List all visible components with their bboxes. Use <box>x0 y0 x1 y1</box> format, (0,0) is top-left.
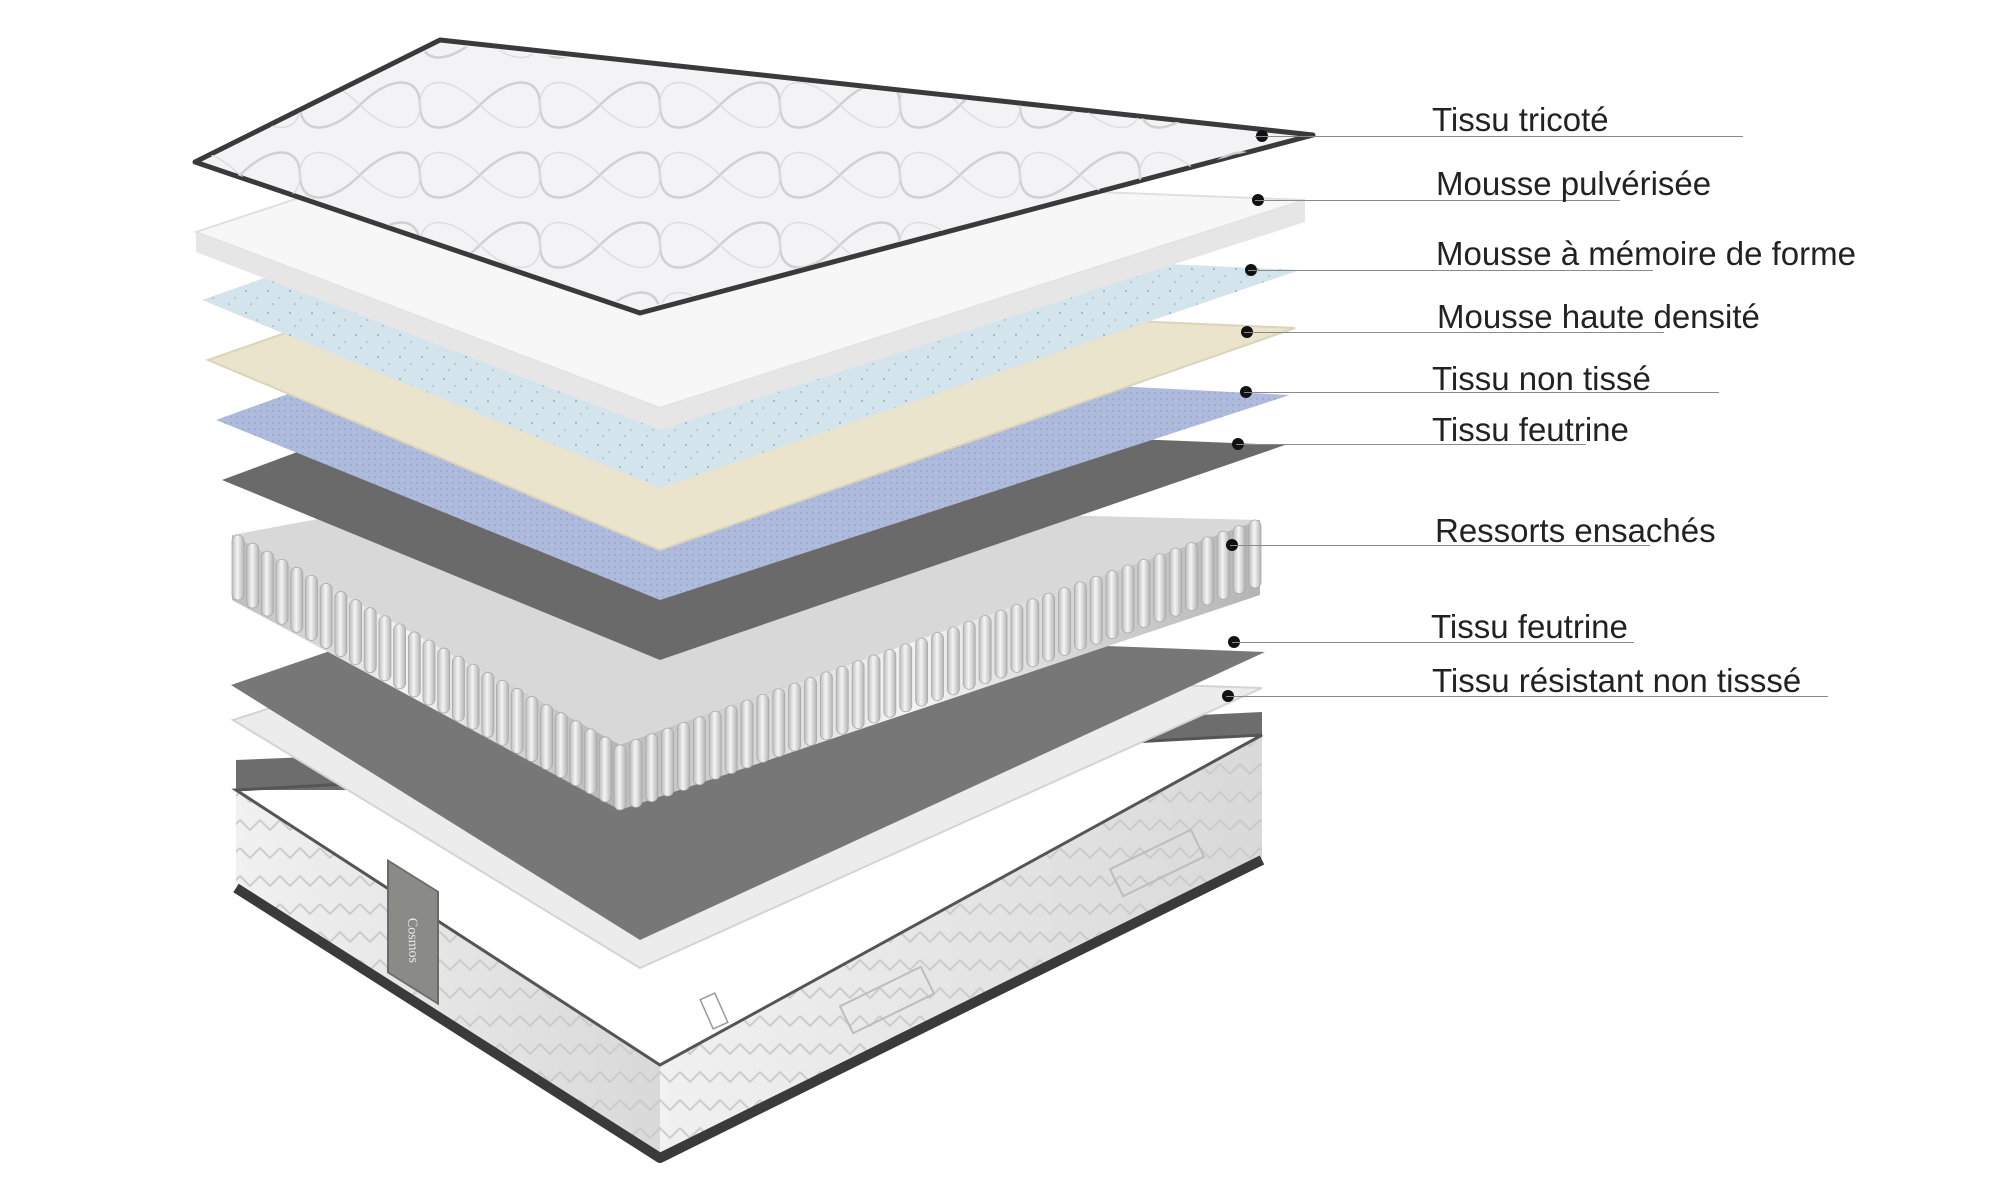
base-care-label <box>699 992 729 1030</box>
spring-coil <box>708 710 722 780</box>
spring-coil <box>231 534 245 601</box>
spring-coil <box>661 727 675 797</box>
leader-line <box>1236 444 1586 445</box>
spring-coil <box>334 591 348 657</box>
spring-coil <box>788 682 802 752</box>
spring-coil <box>724 705 738 775</box>
spring-coil <box>1169 547 1183 617</box>
spring-coil <box>740 699 754 769</box>
base-handle-right <box>1108 828 1206 898</box>
knit-top-quilt <box>198 44 1309 309</box>
label-felt-upper: Tissu feutrine <box>1432 411 1629 448</box>
label-pocket-springs: Ressorts ensachés <box>1435 512 1716 549</box>
spring-coil <box>598 736 612 803</box>
spring-coil <box>1137 558 1151 628</box>
spring-coil <box>1073 581 1087 651</box>
spring-coil <box>1200 536 1214 606</box>
spring-coil <box>407 631 421 698</box>
spring-coil <box>1216 530 1230 600</box>
spring-coil <box>994 609 1008 679</box>
spring-coil <box>1089 575 1103 645</box>
spring-coil <box>584 728 598 795</box>
spring-coil <box>569 720 583 787</box>
leader-line <box>1248 270 1653 271</box>
spring-coil <box>883 648 897 718</box>
label-spray-foam: Mousse pulvérisée <box>1436 165 1712 202</box>
spring-coil <box>819 671 833 741</box>
spring-coil <box>510 688 524 754</box>
spring-coil <box>962 620 976 690</box>
spring-coil <box>393 623 407 690</box>
spring-coil <box>978 615 992 685</box>
spring-coil <box>915 637 929 707</box>
leader-line <box>1255 136 1743 137</box>
spring-coil <box>692 716 706 786</box>
spring-coil <box>437 647 451 714</box>
spring-columns <box>231 519 1262 811</box>
spring-coil <box>867 654 881 724</box>
brand-tag <box>387 858 439 1006</box>
spray-foam-edge <box>196 200 1305 430</box>
base-bottom-border <box>233 855 1265 1163</box>
label-nonwoven: Tissu non tissé <box>1432 360 1651 397</box>
leader-line <box>1244 332 1664 333</box>
spring-coil <box>540 704 553 771</box>
spring-coil <box>1153 553 1167 623</box>
label-memory-foam: Mousse à mémoire de forme <box>1436 235 1856 272</box>
spring-coil <box>1042 592 1056 662</box>
spring-coil <box>554 712 568 779</box>
label-high-density-foam: Mousse haute densité <box>1437 298 1760 335</box>
layer-knit-top <box>192 37 1316 316</box>
spring-coil <box>1105 570 1119 640</box>
spring-coil <box>305 574 318 641</box>
brand-tag-text: Cosmos <box>404 918 421 964</box>
spring-coil <box>946 626 960 696</box>
leader-line <box>1232 642 1634 643</box>
spring-coil <box>260 550 274 617</box>
spring-coil <box>1010 603 1024 673</box>
spring-coil <box>835 665 849 735</box>
leader-line <box>1255 200 1620 201</box>
label-resistant-nonwoven: Tissu résistant non tisssé <box>1432 662 1802 699</box>
spring-coil <box>1232 525 1246 595</box>
label-knit-fabric: Tissu tricoté <box>1432 101 1609 138</box>
spring-coil <box>275 558 289 625</box>
leader-line <box>1230 545 1650 546</box>
spring-coil <box>851 660 865 730</box>
spring-coil <box>349 599 362 666</box>
spring-coil <box>772 688 786 758</box>
spring-coil <box>613 744 627 811</box>
spring-coil <box>422 639 436 706</box>
spring-coil <box>319 583 333 649</box>
spring-coil <box>525 696 539 762</box>
spring-coil <box>1058 587 1071 656</box>
spring-coil <box>1121 564 1135 634</box>
base-mattress: Cosmos <box>231 712 1265 1163</box>
spring-coil <box>645 733 659 803</box>
spring-coil <box>496 679 509 746</box>
base-handle-left <box>838 965 936 1035</box>
spring-coil <box>451 655 465 722</box>
spring-coil <box>481 671 495 738</box>
spring-coil <box>931 632 944 701</box>
spring-coil <box>466 663 480 730</box>
spring-coil <box>899 643 913 713</box>
label-felt-lower: Tissu feutrine <box>1431 608 1628 645</box>
leader-line <box>1226 696 1828 697</box>
spring-coil <box>246 542 260 609</box>
spring-coil <box>1248 519 1262 589</box>
spring-coil <box>1185 542 1198 611</box>
spring-coil <box>378 615 392 682</box>
spring-coil <box>290 566 304 633</box>
spring-coil <box>677 722 690 791</box>
spring-coil <box>804 677 817 746</box>
spring-coil <box>629 738 643 808</box>
spring-coil <box>1026 598 1040 668</box>
spring-coil <box>363 607 377 674</box>
spring-coil <box>756 693 770 763</box>
base-right-chevron <box>660 735 1262 1158</box>
leader-line <box>1244 392 1719 393</box>
base-front-chevron <box>236 790 660 1158</box>
